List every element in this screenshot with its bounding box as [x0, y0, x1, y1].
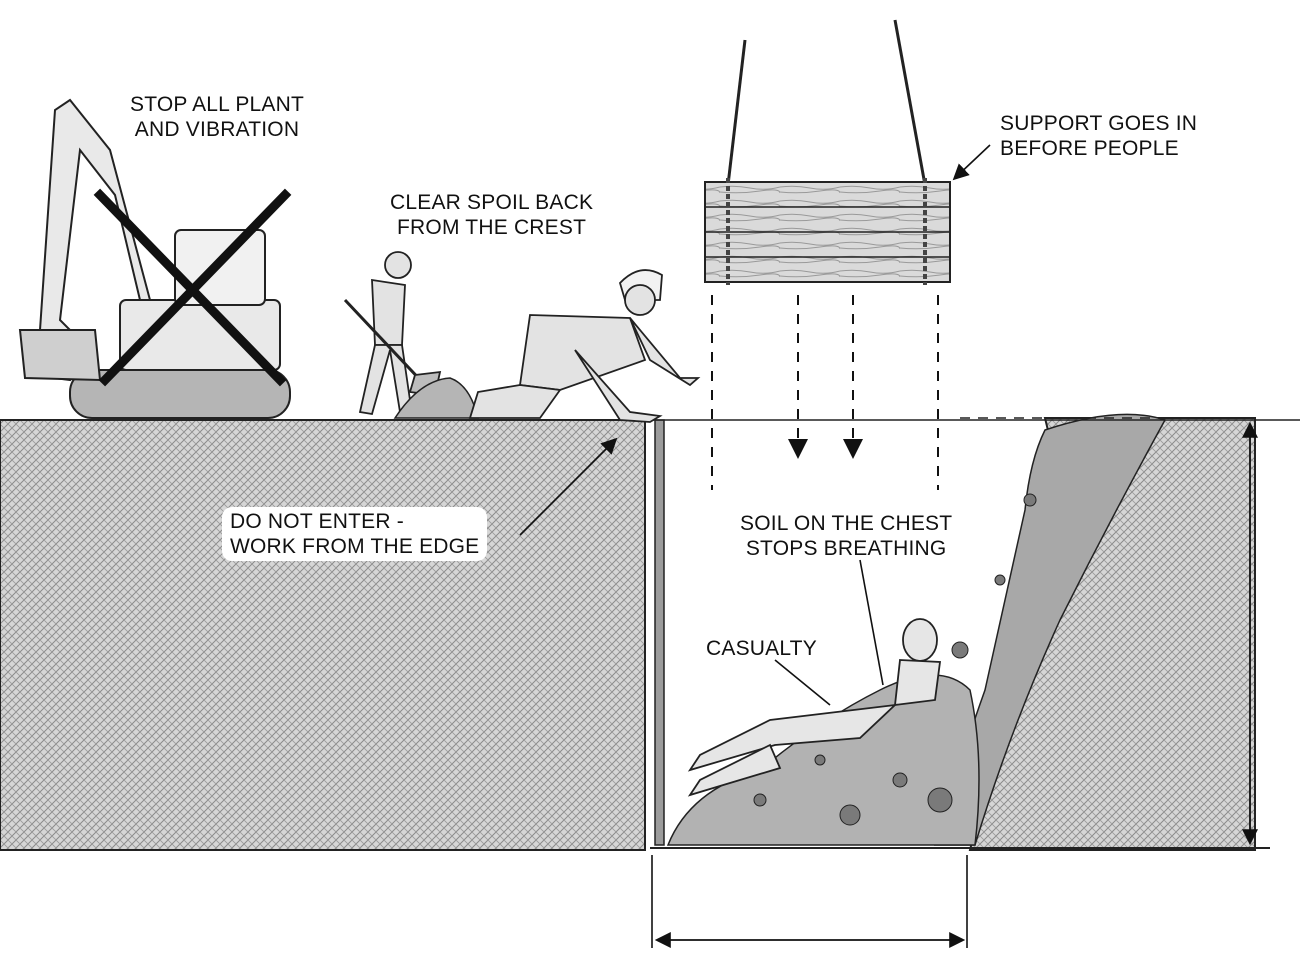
clear-spoil-line-1: CLEAR SPOIL BACK [390, 191, 594, 214]
edge-strut [654, 419, 665, 846]
leader-lines [519, 144, 991, 706]
collapse-slope [933, 413, 1167, 846]
support-first-label: SUPPORT GOES IN BEFORE PEOPLE [1000, 111, 1197, 161]
spoil-rocks [753, 493, 1037, 826]
ground-left [0, 419, 646, 851]
soil-chest-line-1: SOIL ON THE CHEST [740, 512, 953, 535]
clear-spoil-label: CLEAR SPOIL BACK FROM THE CREST [390, 190, 593, 240]
descent-guides [711, 295, 939, 490]
support-first-line-1: SUPPORT GOES IN [1000, 112, 1198, 135]
stop-plant-line-2: AND VIBRATION [134, 118, 300, 141]
do-not-enter-label: DO NOT ENTER - WORK FROM THE EDGE [222, 507, 488, 561]
clear-spoil-line-2: FROM THE CREST [397, 216, 587, 239]
stop-plant-label: STOP ALL PLANT AND VIBRATION [130, 92, 304, 142]
excavator-icon [18, 98, 291, 419]
soil-chest-line-2: STOPS BREATHING [745, 537, 947, 560]
cross-icon [93, 188, 292, 387]
stop-plant-line-1: STOP ALL PLANT [130, 93, 304, 116]
timber-panel-icon [704, 19, 951, 285]
casualty-text: CASUALTY [706, 637, 817, 660]
width-dimension [651, 855, 968, 948]
do-not-enter-line-1: DO NOT ENTER - [230, 510, 404, 533]
do-not-enter-line-2: WORK FROM THE EDGE [230, 535, 480, 558]
soil-chest-label: SOIL ON THE CHEST STOPS BREATHING [740, 511, 952, 561]
casualty-figure [687, 618, 942, 797]
kneeling-worker [468, 269, 701, 423]
support-first-line-2: BEFORE PEOPLE [1000, 137, 1179, 160]
casualty-label: CASUALTY [706, 636, 817, 661]
